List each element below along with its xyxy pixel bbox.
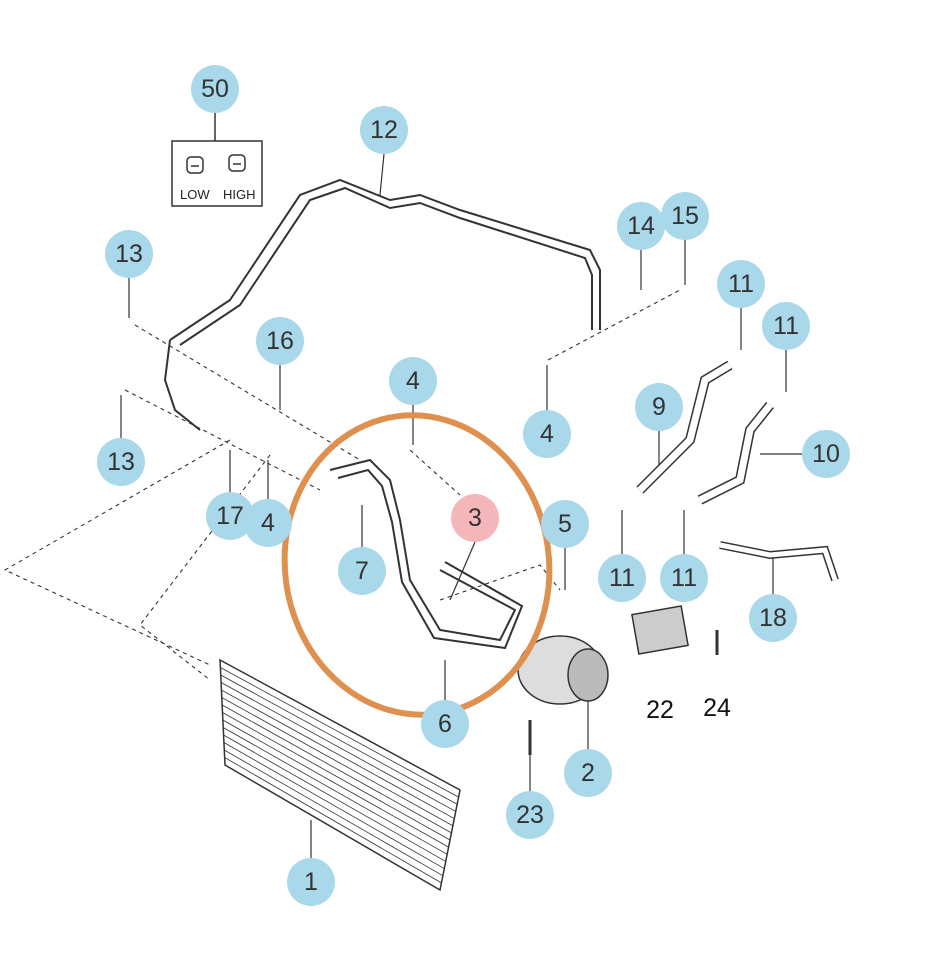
pipe-12 xyxy=(163,178,601,431)
callout-11[interactable]: 11 xyxy=(660,554,708,602)
callout-16[interactable]: 16 xyxy=(256,317,304,365)
low-cap-icon xyxy=(186,156,204,174)
callout-15[interactable]: 15 xyxy=(661,192,709,240)
callout-12[interactable]: 12 xyxy=(360,106,408,154)
callout-11[interactable]: 11 xyxy=(717,260,765,308)
pipe-3 xyxy=(329,458,524,650)
callout-11[interactable]: 11 xyxy=(598,554,646,602)
high-label: HIGH xyxy=(223,187,256,202)
callout-4[interactable]: 4 xyxy=(523,410,571,458)
callout-50[interactable]: 50 xyxy=(191,65,239,113)
low-label: LOW xyxy=(180,187,210,202)
callout-3[interactable]: 3 xyxy=(451,494,499,542)
condenser-1 xyxy=(219,658,461,892)
callout-1[interactable]: 1 xyxy=(287,858,335,906)
callout-13[interactable]: 13 xyxy=(97,438,145,486)
callout-9[interactable]: 9 xyxy=(635,383,683,431)
callout-5[interactable]: 5 xyxy=(541,500,589,548)
callout-13[interactable]: 13 xyxy=(105,230,153,278)
gauge-cap-box xyxy=(171,140,263,207)
callout-6[interactable]: 6 xyxy=(421,700,469,748)
callout-10[interactable]: 10 xyxy=(802,430,850,478)
high-cap-icon xyxy=(228,154,246,172)
callout-2[interactable]: 2 xyxy=(564,749,612,797)
callout-4[interactable]: 4 xyxy=(244,499,292,547)
callout-24[interactable]: 24 xyxy=(703,693,731,722)
callout-18[interactable]: 18 xyxy=(749,594,797,642)
callout-7[interactable]: 7 xyxy=(338,547,386,595)
callout-23[interactable]: 23 xyxy=(506,791,554,839)
callout-4[interactable]: 4 xyxy=(389,357,437,405)
callout-11[interactable]: 11 xyxy=(762,302,810,350)
callout-14[interactable]: 14 xyxy=(617,202,665,250)
callout-22[interactable]: 22 xyxy=(646,695,674,724)
bracket-22 xyxy=(631,605,689,655)
